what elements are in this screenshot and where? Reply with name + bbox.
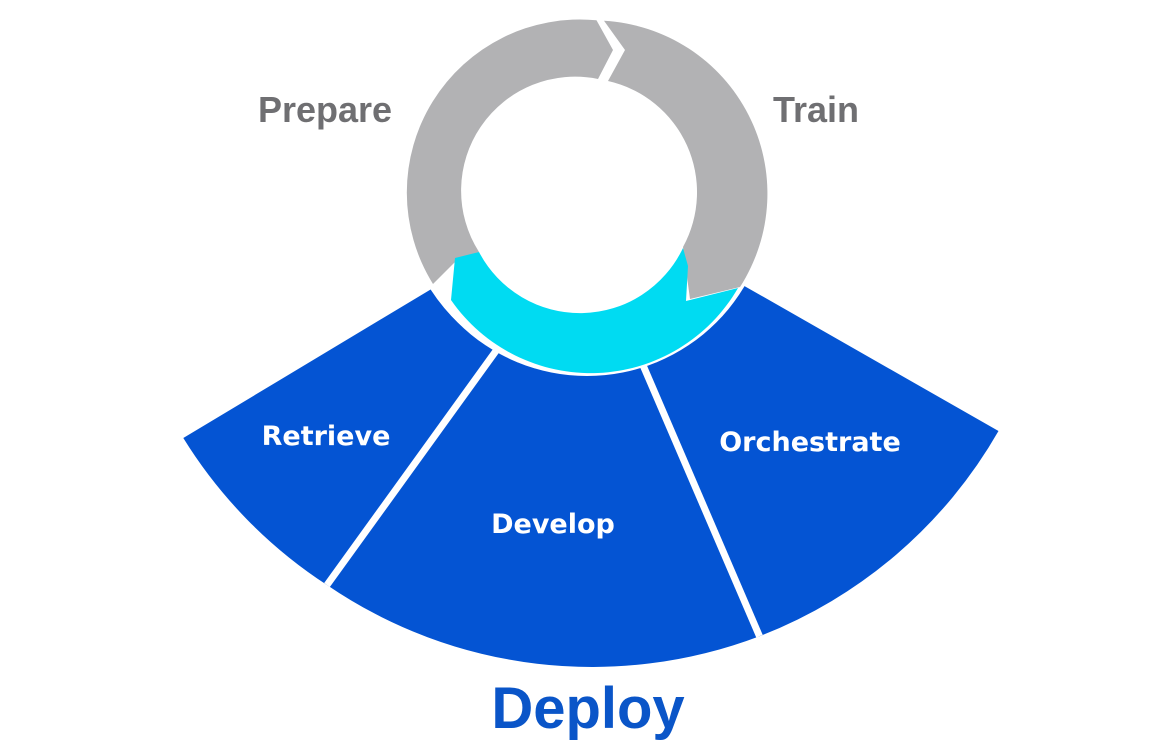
sector-label-orchestrate: Orchestrate (719, 427, 901, 458)
prepare-arrow-segment[interactable] (406, 19, 613, 285)
deploy-title: Deploy (491, 676, 684, 741)
prepare-label: Prepare (258, 89, 392, 130)
deploy-highlight-segment (451, 248, 738, 374)
train-arrow-segment[interactable] (604, 20, 768, 300)
train-label: Train (773, 89, 859, 130)
deploy-fan (183, 284, 999, 667)
sector-develop[interactable] (327, 350, 760, 667)
sector-retrieve[interactable] (183, 289, 497, 586)
sector-divider (324, 348, 500, 588)
sector-label-retrieve: Retrieve (262, 421, 391, 452)
sector-divider (640, 364, 763, 638)
cycle-ring (404, 10, 770, 376)
sector-orchestrate[interactable] (643, 284, 999, 637)
sector-label-develop: Develop (491, 509, 615, 540)
